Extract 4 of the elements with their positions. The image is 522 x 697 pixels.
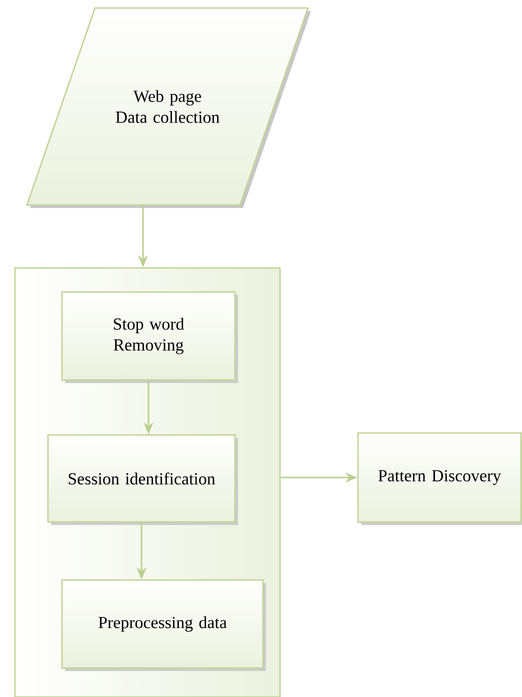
process-box: Session identification xyxy=(47,434,238,525)
process-box: Preprocessing data xyxy=(61,579,266,671)
process-box: Stop word Removing xyxy=(61,291,238,383)
process-box: Pattern Discovery xyxy=(357,432,522,525)
